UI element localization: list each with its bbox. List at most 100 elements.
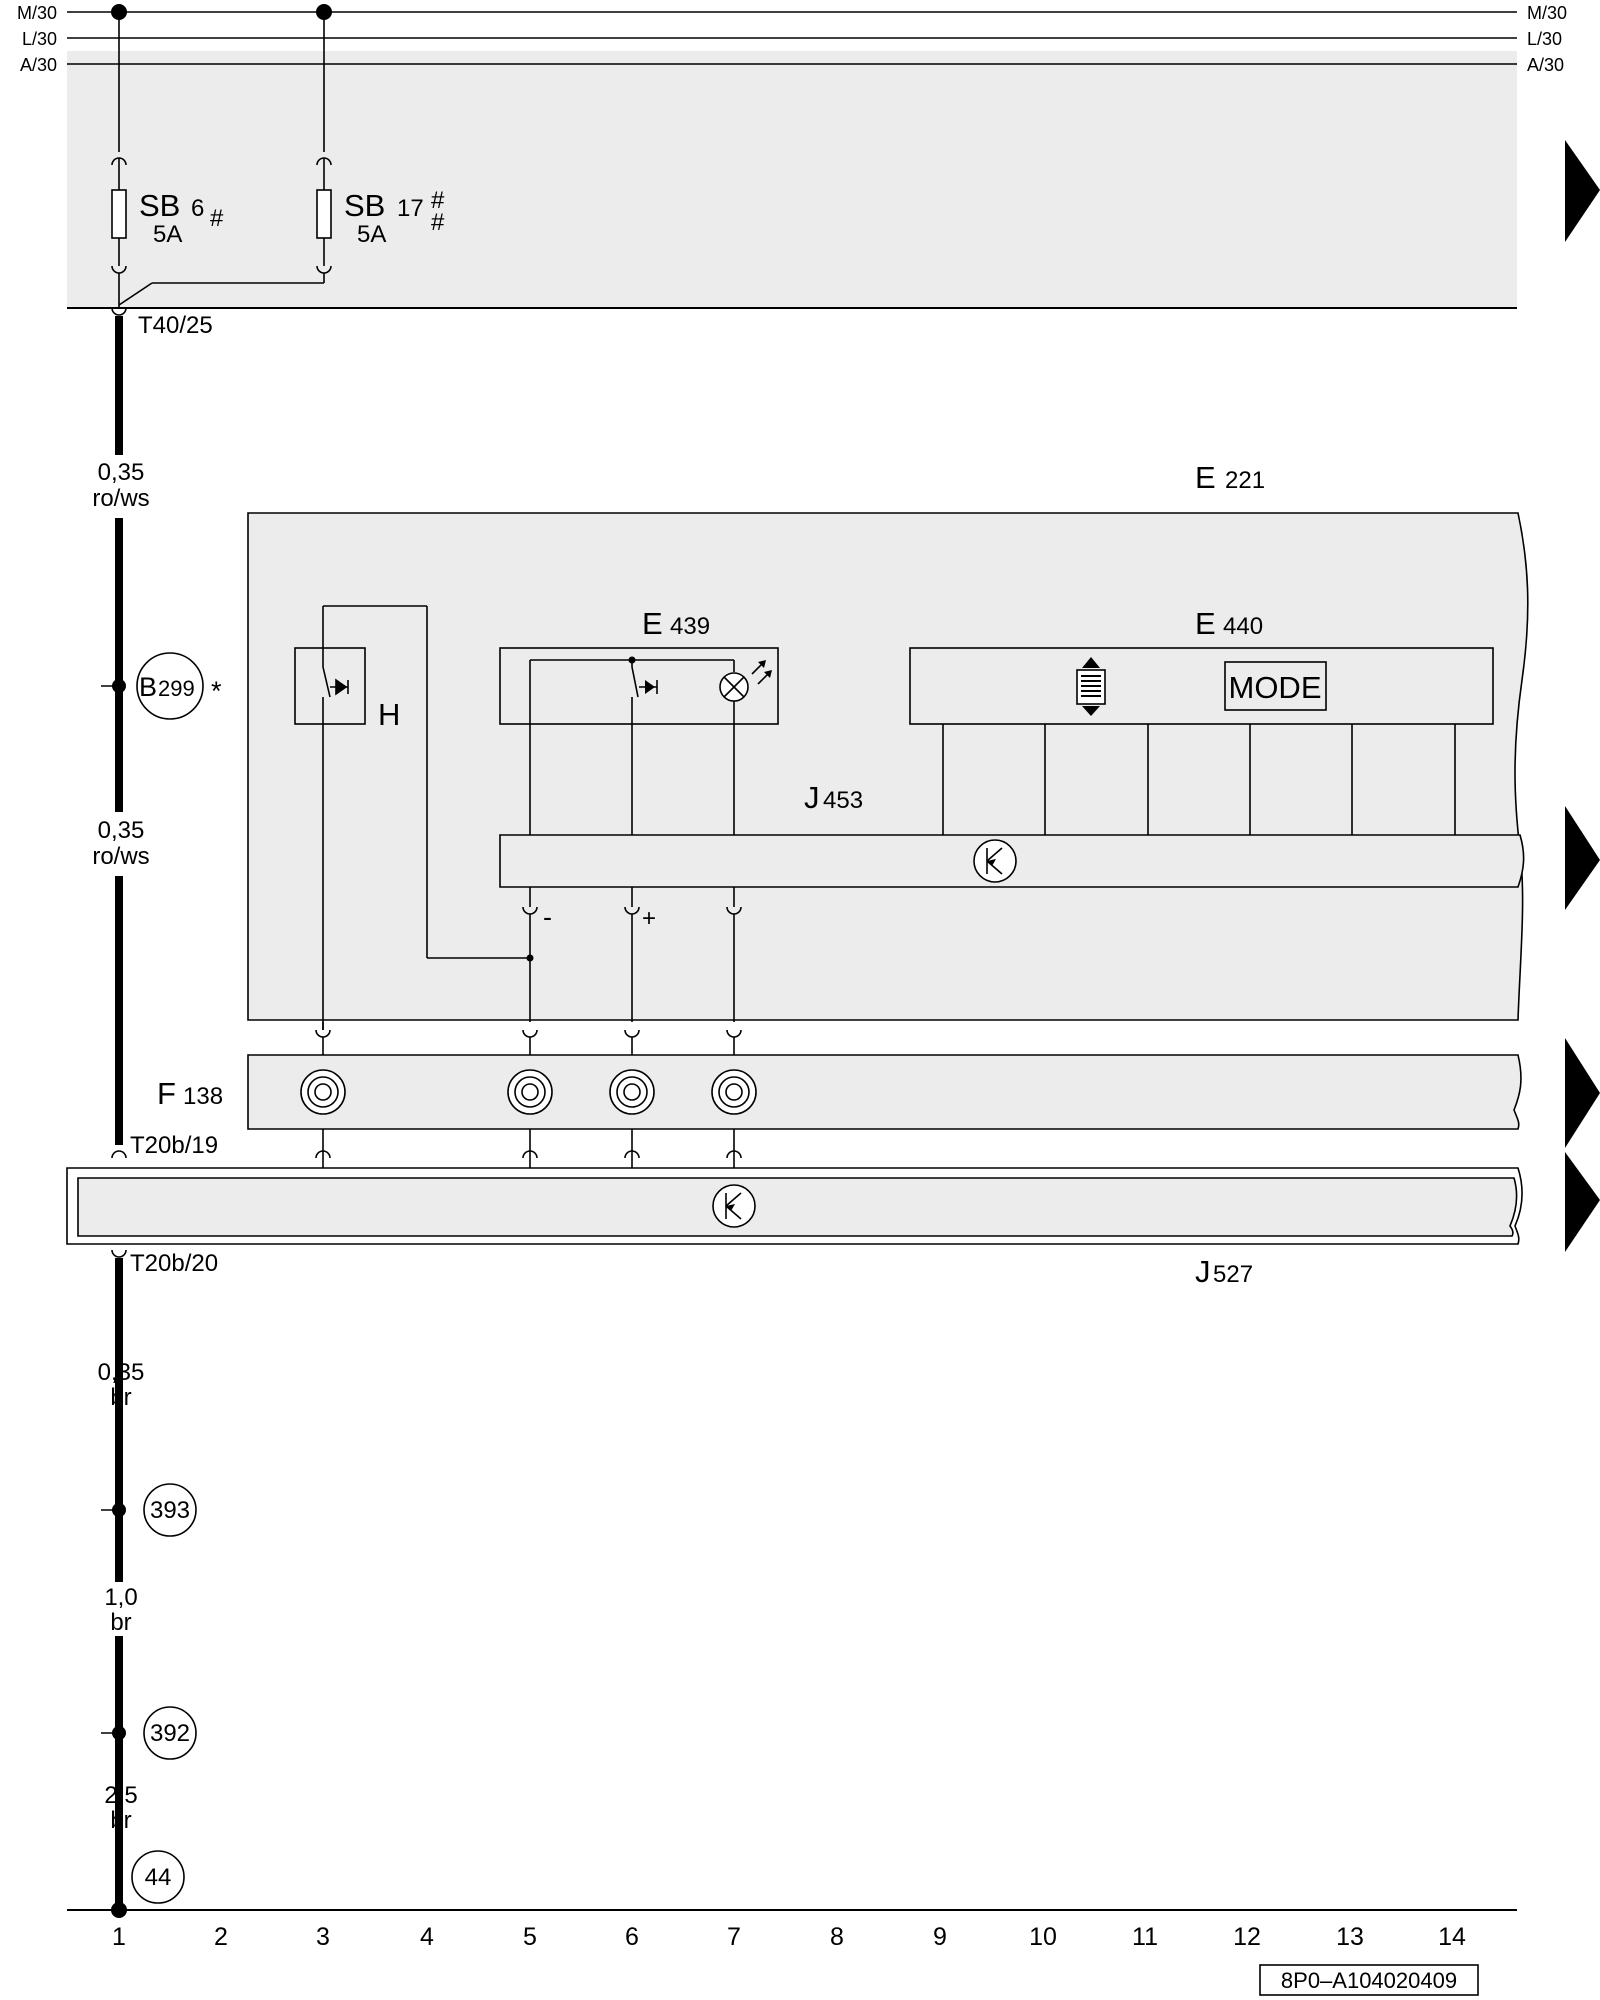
rail-label-m30-left: M/30 <box>17 3 57 23</box>
e440-box <box>909 647 1494 725</box>
switch-h-label: H <box>378 697 400 732</box>
j453-output-wires <box>522 887 742 1022</box>
column-number: 1 <box>112 1923 126 1951</box>
fuse-sb6-rating: 5A <box>153 221 182 248</box>
mode-button-label: MODE <box>1229 670 1322 705</box>
e221-bottom-connectors <box>315 1022 742 1055</box>
column-number: 3 <box>316 1923 330 1951</box>
f138-panel <box>247 1054 1522 1130</box>
junction-dot <box>526 954 534 962</box>
fuse-sb6-mark: # <box>210 205 224 232</box>
arrow-icon <box>645 680 655 694</box>
scroll-icon <box>1076 657 1106 716</box>
ground-point-b299-number: 299 <box>158 676 195 701</box>
rail-label-l30-left: L/30 <box>22 29 57 49</box>
plus-label: + <box>642 905 656 932</box>
supply-rails <box>67 11 1517 309</box>
transistor-icon <box>712 1184 756 1228</box>
e221-panel <box>247 512 1529 1021</box>
fuse-sb17-mark-bottom: # <box>431 209 445 236</box>
component-e440-number: 440 <box>1223 613 1263 640</box>
column-number: 12 <box>1233 1923 1261 1951</box>
column-number: 4 <box>420 1923 434 1951</box>
connector-symbol <box>111 307 127 316</box>
f138-to-j527-wires <box>111 1129 742 1182</box>
rail-label-a30-left: A/30 <box>20 55 57 75</box>
column-numbers: 1 2 3 4 5 6 7 8 9 10 11 12 13 14 <box>112 1923 1466 1951</box>
rail-label-m30-right: M/30 <box>1527 3 1567 23</box>
mode-button <box>1224 661 1327 711</box>
arrow-icon <box>726 1204 735 1211</box>
minus-label: - <box>543 902 552 932</box>
fuse-sb17-number: 17 <box>397 195 424 222</box>
coil-icon <box>300 1069 757 1115</box>
ground-point-392-label: 392 <box>150 1720 190 1747</box>
column-number: 11 <box>1132 1923 1158 1951</box>
wire-color-3: br <box>110 1384 131 1411</box>
arrow-icon <box>758 660 766 668</box>
column-number: 8 <box>830 1923 844 1951</box>
splice-dot <box>112 1726 126 1740</box>
component-j527-number: 527 <box>1213 1261 1253 1288</box>
component-e439-letter: E <box>642 606 663 641</box>
switch-h-box <box>294 647 366 725</box>
fuse-sb6 <box>111 12 127 308</box>
connector-t20b-20: T20b/20 <box>130 1250 218 1277</box>
ground-point-b299 <box>136 652 204 720</box>
ground-point-392 <box>143 1706 197 1760</box>
component-f138-letter: F <box>157 1076 176 1111</box>
continuation-arrow-icon[interactable] <box>1565 140 1600 242</box>
wire-color-4: br <box>110 1609 131 1636</box>
column-number: 10 <box>1029 1923 1057 1951</box>
diagram-code: 8P0–A104020409 <box>1281 1968 1457 1993</box>
splice-dot <box>112 1503 126 1517</box>
continuation-arrow-icon[interactable] <box>1565 1152 1600 1252</box>
wire-color-5: br <box>110 1807 131 1834</box>
component-f138-number: 138 <box>183 1083 223 1110</box>
junction-dot <box>628 656 636 664</box>
diagram-code-box <box>1259 1964 1479 1996</box>
wire-size-4: 1,0 <box>104 1584 137 1611</box>
fuse-sb6-name: SB <box>139 188 180 223</box>
fuse-sb6-number: 6 <box>191 195 204 222</box>
wire-size-3: 0,35 <box>98 1359 145 1386</box>
ground-point-393-label: 393 <box>150 1497 190 1524</box>
rail-label-a30-right: A/30 <box>1527 55 1564 75</box>
continuation-arrow-icon[interactable] <box>1565 806 1600 910</box>
ground-point-44 <box>131 1850 185 1904</box>
column-number: 7 <box>727 1923 741 1951</box>
continuation-arrow-icon[interactable] <box>1565 1038 1600 1148</box>
switch-h-symbol <box>322 605 530 1030</box>
ground-point-393 <box>143 1483 197 1537</box>
component-e440-letter: E <box>1195 606 1216 641</box>
column-number: 2 <box>214 1923 228 1951</box>
ground-point-44-label: 44 <box>145 1864 172 1891</box>
fuse-sb17-mark-top: # <box>431 187 445 214</box>
ground-point-b299-mark: * <box>211 676 222 706</box>
ground-point-b299-letter: B <box>139 672 157 702</box>
transistor-icon <box>973 839 1017 883</box>
component-e221-number: 221 <box>1225 467 1265 494</box>
connector-symbol <box>111 1249 127 1258</box>
fuse-sb17-rating: 5A <box>357 221 386 248</box>
j527-inner <box>77 1177 1518 1237</box>
component-j527-letter: J <box>1195 1254 1211 1289</box>
connector-t40-25: T40/25 <box>138 312 213 339</box>
wire-color-1: ro/ws <box>92 485 149 512</box>
e439-symbol <box>529 659 771 838</box>
splice-dot <box>112 679 126 693</box>
e440-wires <box>942 724 1456 835</box>
wire-size-5: 2,5 <box>104 1782 137 1809</box>
fuse-panel <box>67 51 1517 308</box>
wire-size-2: 0,35 <box>98 817 145 844</box>
fuse-sb17-name: SB <box>344 188 385 223</box>
component-j453-letter: J <box>804 780 820 815</box>
column-number: 6 <box>625 1923 639 1951</box>
arrow-icon <box>764 670 772 678</box>
column-number: 14 <box>1438 1923 1466 1951</box>
wire-size-1: 0,35 <box>98 459 145 486</box>
connector-t20b-19: T20b/19 <box>130 1132 218 1159</box>
arrow-icon <box>987 859 996 866</box>
rail-label-l30-right: L/30 <box>1527 29 1562 49</box>
